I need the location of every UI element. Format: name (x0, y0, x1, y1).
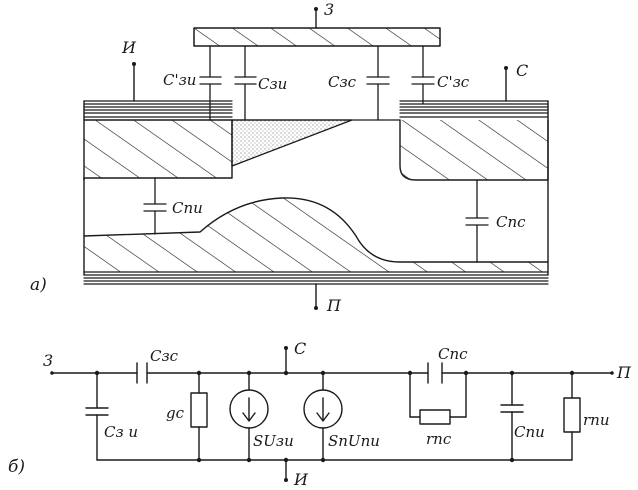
top-rail (50, 371, 614, 375)
conductance-label-gd: gс (166, 404, 185, 422)
current-source-gm (229, 372, 269, 461)
source-diffusion-region (84, 120, 232, 178)
source-terminal-label-b: И (293, 470, 309, 489)
cap-label-gd-prime: C'зс (437, 73, 470, 91)
gate-electrode (193, 7, 441, 47)
cap-label-bs-b: Cпи (514, 423, 545, 441)
drain-terminal-label-b: С (294, 339, 306, 358)
cap-label-bd-b: Cпс (438, 345, 468, 363)
cap-label-gs-b: Cз и (104, 423, 138, 441)
resistor-label-rbd: rпс (426, 430, 452, 448)
gate-terminal-label-b: 3 (43, 351, 53, 370)
cap-bd-symbol (465, 179, 489, 263)
drain-metal-contact (399, 100, 549, 118)
resistor-rbs (563, 372, 581, 461)
panel-b-label: б) (8, 457, 25, 477)
cap-label-gd-b: Cзс (150, 347, 179, 365)
substrate-terminal-label-a: П (326, 296, 342, 315)
panel-b-equivalent-circuit: 3 Cзс Cз и С gс (8, 339, 632, 489)
cap-bs-symbol (143, 177, 167, 235)
source-terminal-b (284, 459, 288, 482)
conductance-gd (190, 372, 208, 461)
source-terminal-label-a: И (121, 38, 137, 57)
panel-a-label: а) (30, 275, 47, 295)
cap-bd-and-rbd (409, 362, 467, 425)
current-source-gmb (303, 372, 343, 461)
depletion-region (84, 197, 548, 272)
drain-terminal-label-a: С (516, 61, 528, 80)
cap-bs-shunt (500, 372, 524, 461)
substrate-terminal-wire (314, 283, 318, 310)
cap-label-gs: Cзи (258, 75, 287, 93)
junction-dots (94, 370, 575, 463)
drain-terminal-wire (504, 66, 508, 102)
resistor-label-rbs: rпи (583, 411, 610, 429)
gate-terminal-label-a: 3 (324, 0, 334, 19)
cap-label-gs-prime: C'зи (163, 71, 196, 89)
substrate-metal-contact (83, 271, 549, 285)
drain-diffusion-region (400, 120, 548, 180)
cap-label-bs: Cпи (172, 199, 203, 217)
cap-label-bd: Cпс (496, 213, 526, 231)
gate-capacitor-wires (199, 45, 435, 121)
source-label-gm: SUзи (253, 432, 294, 450)
cap-label-gd: Cзс (328, 73, 357, 91)
panel-a-cross-section: 3 C'зи Cзи Cзс C'зс (30, 0, 549, 315)
inversion-channel (231, 119, 353, 167)
source-terminal-wire (132, 62, 136, 102)
cap-gs-shunt (85, 372, 109, 461)
source-label-gmb: SпUпи (328, 432, 380, 450)
source-metal-contact (83, 100, 233, 118)
substrate-terminal-label-b: П (616, 363, 632, 382)
drain-terminal-b (284, 346, 288, 374)
cap-gd-series (136, 362, 148, 384)
